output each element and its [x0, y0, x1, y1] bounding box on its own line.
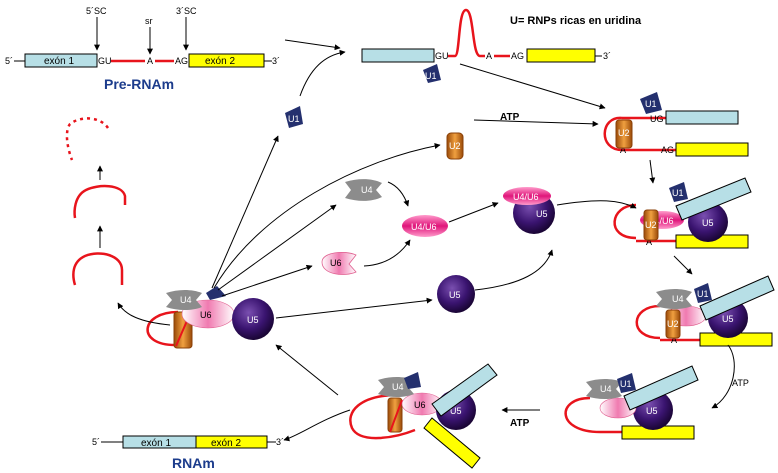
step4-u1-label: U1	[697, 289, 709, 299]
splice-site-3-label: 3´SC	[176, 6, 197, 16]
step2-ag: AG	[661, 145, 674, 155]
step6-u6-label: U6	[414, 400, 426, 410]
step1-u1-particle	[423, 64, 441, 83]
step3-u2-particle	[643, 209, 659, 241]
step1-3prime: 3´	[603, 51, 611, 61]
step2-u2-label: U2	[618, 128, 630, 138]
step4-u2-particle	[665, 309, 681, 339]
step6-u4-label: U4	[392, 382, 404, 392]
free-u4u6-complex-label: U4/U6	[513, 192, 539, 202]
rnp-legend-note: U= RNPs ricas en uridina	[510, 15, 642, 27]
step1-a: A	[486, 51, 492, 61]
release-u5-label: U5	[247, 315, 259, 325]
pre-rna-exon1-box	[24, 53, 98, 68]
step4-a: A	[671, 335, 677, 345]
free-snrnps: U1 U2 U4 U4/U6 U6 U5 U4/U6 U5	[285, 106, 555, 313]
step2-a: A	[620, 145, 626, 155]
step3-u4u6-label: U4/U6	[648, 216, 674, 226]
step5-u4-particle	[586, 379, 622, 399]
free-u6-label: U6	[330, 258, 342, 268]
step6-lariat-formation: U6 U4 U5	[349, 363, 498, 469]
pre-rna-gu: GU	[98, 56, 112, 66]
step2-u1-particle	[640, 92, 662, 114]
free-u6-particle	[321, 251, 357, 275]
free-u4u6-label: U4/U6	[411, 222, 437, 232]
free-u4u6-complex-particle	[503, 187, 551, 205]
free-u5-complex-label: U5	[536, 209, 548, 219]
pre-rna-exon2-label: exón 2	[205, 56, 235, 67]
step4-u2-label: U2	[667, 319, 679, 329]
pre-rna-ag: AG	[175, 56, 188, 66]
step1-gu: GU	[435, 51, 449, 61]
released-snrnps: U6 U4 U5	[146, 286, 274, 349]
step3-u5-label: U5	[702, 218, 714, 228]
pre-rna-exon1-label: exón 1	[44, 56, 74, 67]
step1-u1-label: U1	[425, 71, 437, 81]
lariat-degradation	[65, 117, 127, 286]
step3-tri-snrnp-joined: A U5 U4/U6 U2 U1	[613, 177, 752, 249]
step1-ag: AG	[511, 51, 524, 61]
step3-u2-label: U2	[645, 220, 657, 230]
atp-label-1: ATP	[500, 112, 520, 123]
free-u1-particle	[285, 106, 303, 128]
step6-u5-label: U5	[450, 406, 462, 416]
atp-label-2: ATP	[732, 378, 749, 388]
step6-u4-particle	[378, 377, 414, 397]
step3-u1-label: U1	[672, 188, 684, 198]
release-u6-label: U6	[200, 310, 212, 320]
pre-rna-5prime: 5´	[5, 56, 13, 66]
free-u2-label: U2	[449, 141, 461, 151]
rnam-3prime: 3´	[276, 437, 284, 447]
free-u5-particle	[437, 275, 475, 313]
rnam-exon2-label: exón 2	[211, 438, 241, 449]
rnam-title: RNAm	[172, 455, 215, 471]
step4-u4-release: A U5 U4 U2 U1	[635, 275, 775, 347]
release-u5-particle	[232, 298, 274, 340]
free-u2-particle	[446, 132, 464, 160]
free-u4-particle	[345, 179, 382, 201]
rnam-exon1-label: exón 1	[141, 438, 171, 449]
pre-rnam-construct: 5´ exón 1 GU A AG exón 2 3´ 5´SC sr 3´SC…	[5, 6, 280, 92]
atp-label-3: ATP	[510, 418, 530, 429]
step4-u5-label: U5	[722, 314, 734, 324]
step5-u1-particle	[617, 373, 636, 393]
step2-u1-u2-bound: UG A AG U2 U1	[603, 92, 749, 157]
step4-u4-particle	[656, 289, 692, 309]
step4-u4-label: U4	[672, 294, 684, 304]
step3-u1-particle	[669, 182, 688, 202]
free-u4u6-particle	[402, 215, 448, 237]
pre-rna-a: A	[147, 56, 153, 66]
step5-u4-label: U4	[600, 384, 612, 394]
pre-rnam-title: Pre-RNAm	[104, 76, 174, 92]
free-u4-label: U4	[361, 185, 373, 195]
step3-a: A	[646, 237, 652, 247]
splice-site-5-label: 5´SC	[86, 6, 107, 16]
rnam-5prime: 5´	[92, 437, 100, 447]
step4-u1-particle	[694, 283, 712, 303]
branch-site-label: sr	[145, 16, 153, 26]
step2-ug: UG	[650, 114, 664, 124]
step5-catalysis: U5 U4 U1	[564, 365, 699, 440]
step2-u1-label: U1	[645, 99, 657, 109]
rnam-construct: 5´ exón 1 exón 2 3´ RNAm	[92, 435, 284, 471]
release-u4-label: U4	[180, 295, 192, 305]
step1-u1-binding: GU A AG 3´ U1	[361, 8, 611, 83]
step5-u5-label: U5	[646, 406, 658, 416]
flow-arrows	[97, 39, 735, 442]
step2-u2-particle	[615, 119, 633, 149]
free-u1-label: U1	[288, 114, 300, 124]
pre-rna-3prime: 3´	[272, 56, 280, 66]
step5-u1-label: U1	[620, 379, 632, 389]
free-u5-label: U5	[449, 290, 461, 300]
